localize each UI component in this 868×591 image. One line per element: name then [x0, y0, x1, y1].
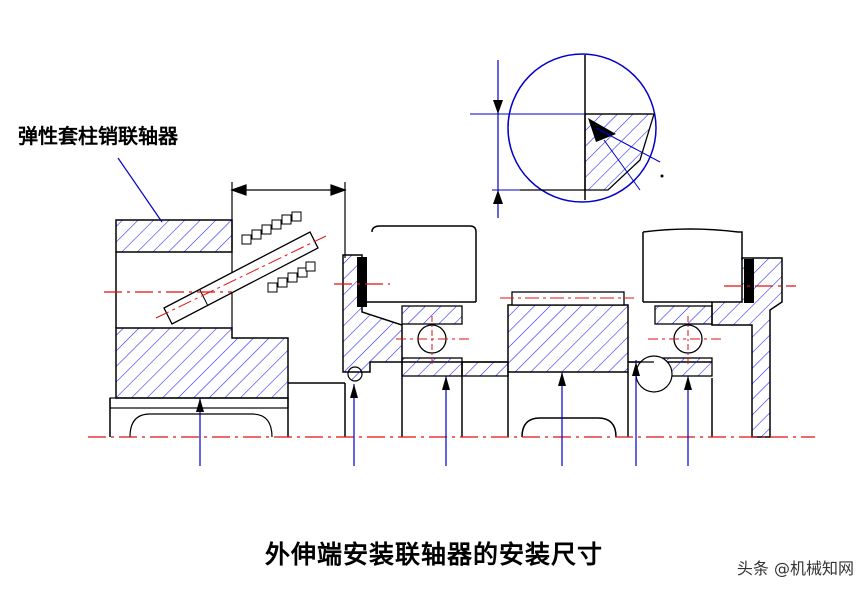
spacer-sleeve [461, 361, 509, 377]
coupling-name-label: 弹性套柱销联轴器 [18, 124, 178, 148]
rubber-sleeves [241, 211, 316, 293]
left-bearing [396, 305, 470, 377]
figure-caption: 外伸端安装联轴器的安装尺寸 [264, 540, 603, 569]
right-bearing [628, 305, 724, 393]
label-leader-line [117, 157, 163, 223]
watermark-text: 头条 @机械知网 [736, 559, 854, 578]
detail-view [470, 53, 664, 218]
elastic-pin [155, 211, 327, 325]
center-gear [500, 291, 634, 373]
dimension-arrowheads [196, 362, 692, 412]
dimension-coupling-width [230, 182, 347, 258]
coupling-hub [109, 219, 289, 438]
center-lines [88, 283, 815, 438]
